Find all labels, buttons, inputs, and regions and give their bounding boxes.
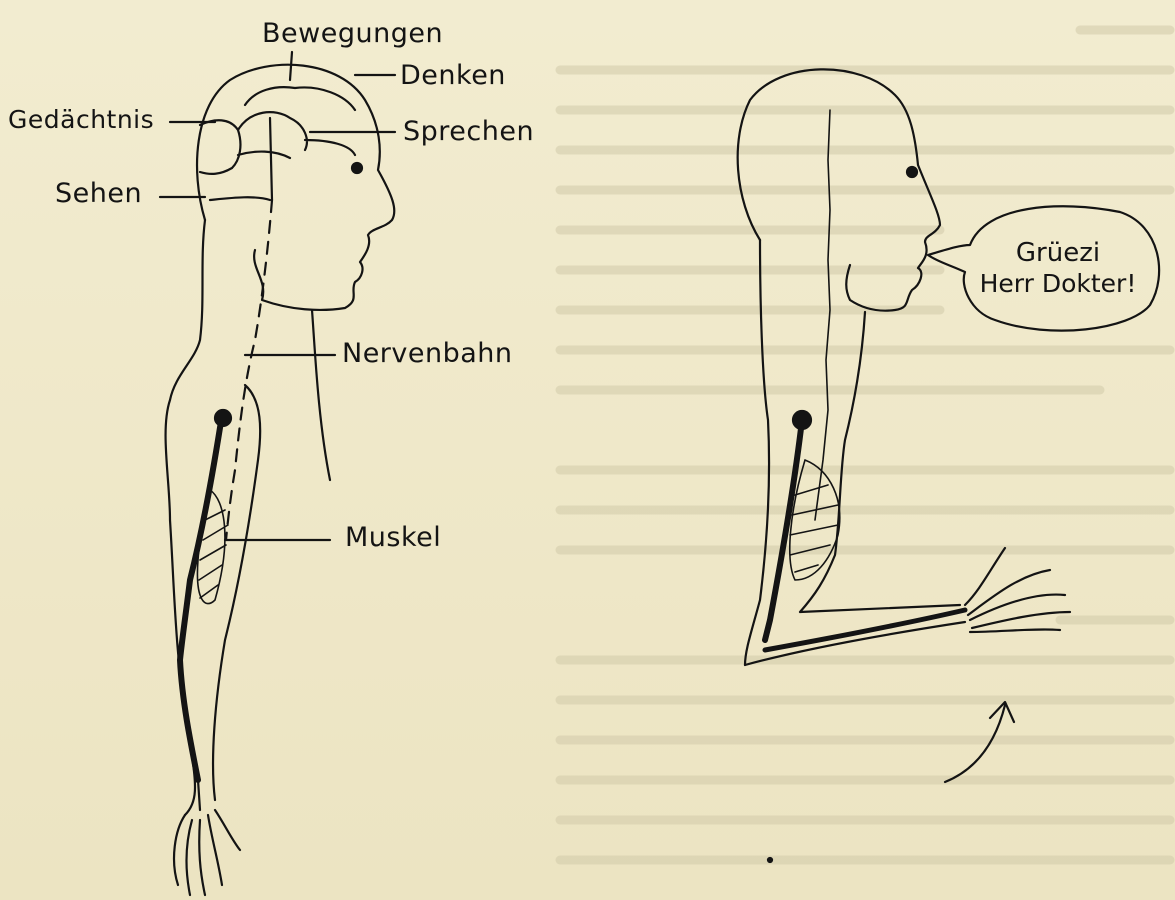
- left-hand: [174, 780, 240, 895]
- left-torso-right: [312, 310, 330, 480]
- left-eye: [352, 163, 362, 173]
- label-sprechen: Sprechen: [403, 118, 534, 145]
- right-body-outline-right: [800, 312, 960, 612]
- right-figure: [738, 69, 1159, 862]
- right-hand: [965, 548, 1070, 632]
- label-bewegungen: Bewegungen: [262, 20, 443, 47]
- left-head-outline: [197, 65, 394, 310]
- left-figure: [160, 52, 395, 895]
- left-muscle-hatch: [197, 490, 228, 604]
- left-arm-outline-right: [213, 385, 260, 800]
- label-muskel: Muskel: [345, 524, 441, 551]
- brain-regions: [200, 87, 355, 200]
- right-eye: [907, 167, 917, 177]
- motion-arrow: [945, 702, 1014, 782]
- right-forearm-bone: [765, 610, 965, 650]
- right-spinal-nerve: [815, 110, 830, 520]
- stray-dot: [768, 858, 772, 862]
- right-shoulder-joint: [793, 411, 811, 429]
- right-body-outline-left: [745, 240, 769, 665]
- right-head-outline: [738, 69, 940, 310]
- label-gedaechtnis: Gedächtnis: [8, 107, 154, 132]
- label-sehen: Sehen: [55, 180, 142, 207]
- pointer-bewegungen: [290, 52, 292, 80]
- left-shoulder-joint: [215, 410, 231, 426]
- right-forearm-bottom: [745, 622, 965, 665]
- speech-line-2: Herr Dokter!: [968, 269, 1148, 299]
- speech-bubble-text: Grüezi Herr Dokter!: [968, 238, 1148, 299]
- right-upper-arm-bone: [765, 420, 802, 640]
- label-nervenbahn: Nervenbahn: [342, 340, 513, 367]
- speech-line-1: Grüezi: [968, 238, 1148, 269]
- label-denken: Denken: [400, 62, 506, 89]
- nerve-pathway-dashed: [226, 200, 272, 540]
